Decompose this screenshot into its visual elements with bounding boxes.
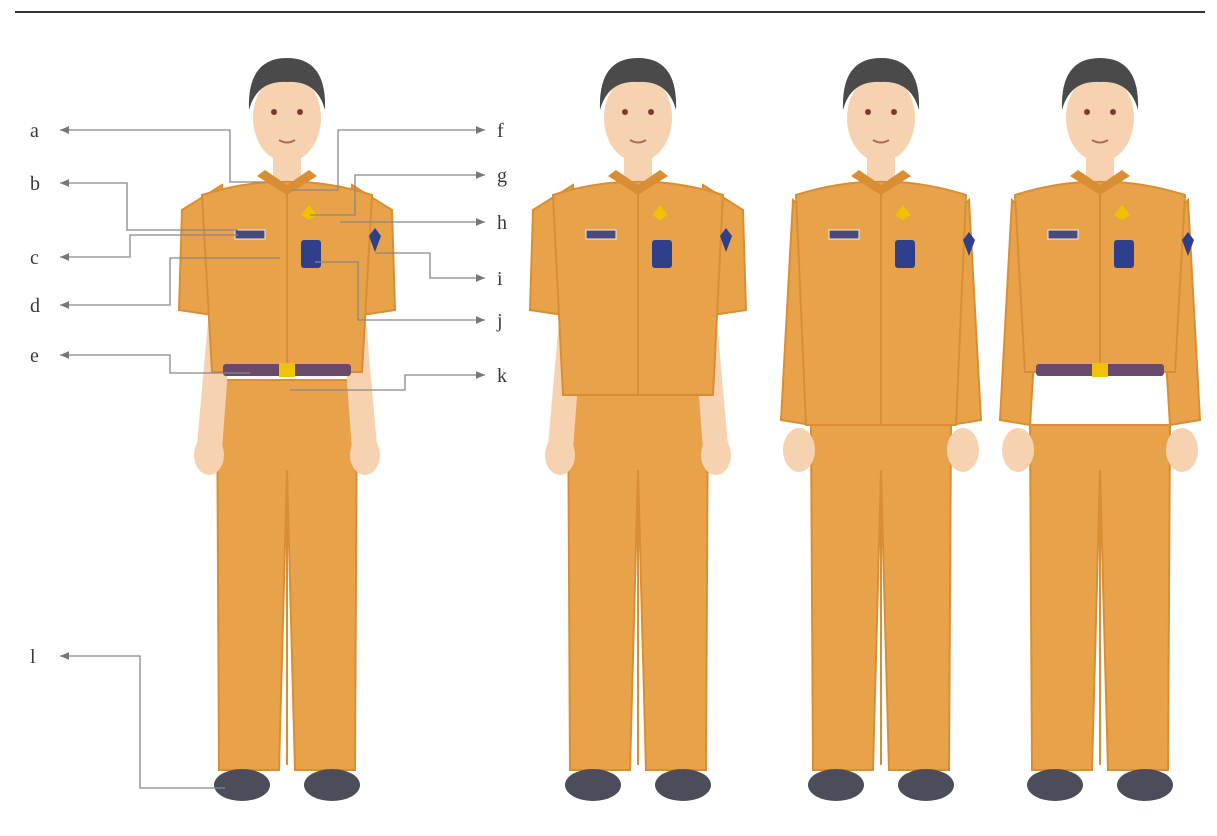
chest-badge bbox=[1114, 240, 1134, 268]
callout-label-g: g bbox=[497, 165, 507, 187]
right-hand bbox=[1166, 428, 1198, 472]
right-eye bbox=[297, 109, 303, 115]
callout-label-b: b bbox=[30, 173, 40, 195]
person-short-sleeve-tucked bbox=[179, 58, 395, 801]
belt-buckle bbox=[279, 363, 295, 377]
callout-label-i: i bbox=[497, 268, 503, 290]
callout-line-a bbox=[60, 130, 265, 182]
callout-label-k: k bbox=[497, 365, 507, 387]
callout-label-e: e bbox=[30, 345, 39, 367]
callout-l: l bbox=[30, 646, 225, 788]
left-hand bbox=[783, 428, 815, 472]
person-short-sleeve-untucked bbox=[530, 58, 746, 801]
right-eye bbox=[891, 109, 897, 115]
chest-badge bbox=[301, 240, 321, 268]
callout-label-d: d bbox=[30, 295, 40, 317]
chest-badge bbox=[652, 240, 672, 268]
right-shoe bbox=[304, 769, 360, 801]
right-shoe bbox=[655, 769, 711, 801]
left-eye bbox=[865, 109, 871, 115]
callout-label-l: l bbox=[30, 646, 36, 668]
left-hand bbox=[545, 435, 575, 475]
name-tag bbox=[586, 230, 616, 239]
left-shoe bbox=[214, 769, 270, 801]
right-shoe bbox=[1117, 769, 1173, 801]
chest-badge bbox=[895, 240, 915, 268]
callout-label-c: c bbox=[30, 247, 39, 269]
left-shoe bbox=[565, 769, 621, 801]
left-eye bbox=[1084, 109, 1090, 115]
callout-a: a bbox=[30, 120, 265, 182]
left-shoe bbox=[808, 769, 864, 801]
callout-f: f bbox=[292, 120, 504, 190]
callout-label-a: a bbox=[30, 120, 39, 142]
left-shoe bbox=[1027, 769, 1083, 801]
figures-layer bbox=[179, 58, 1200, 801]
callout-label-j: j bbox=[496, 310, 503, 332]
callout-label-h: h bbox=[497, 212, 507, 234]
name-tag bbox=[829, 230, 859, 239]
name-tag bbox=[1048, 230, 1078, 239]
belt-buckle bbox=[1092, 363, 1108, 377]
person-long-sleeve-tucked bbox=[1000, 58, 1200, 801]
right-hand bbox=[947, 428, 979, 472]
right-hand bbox=[350, 435, 380, 475]
left-eye bbox=[622, 109, 628, 115]
callout-line-l bbox=[60, 656, 225, 788]
left-eye bbox=[271, 109, 277, 115]
person-long-sleeve-untucked bbox=[781, 58, 981, 801]
right-eye bbox=[648, 109, 654, 115]
left-hand bbox=[1002, 428, 1034, 472]
callout-label-f: f bbox=[497, 120, 504, 142]
right-hand bbox=[701, 435, 731, 475]
name-tag bbox=[235, 230, 265, 239]
right-eye bbox=[1110, 109, 1116, 115]
right-shoe bbox=[898, 769, 954, 801]
left-hand bbox=[194, 435, 224, 475]
callout-line-f bbox=[292, 130, 485, 190]
